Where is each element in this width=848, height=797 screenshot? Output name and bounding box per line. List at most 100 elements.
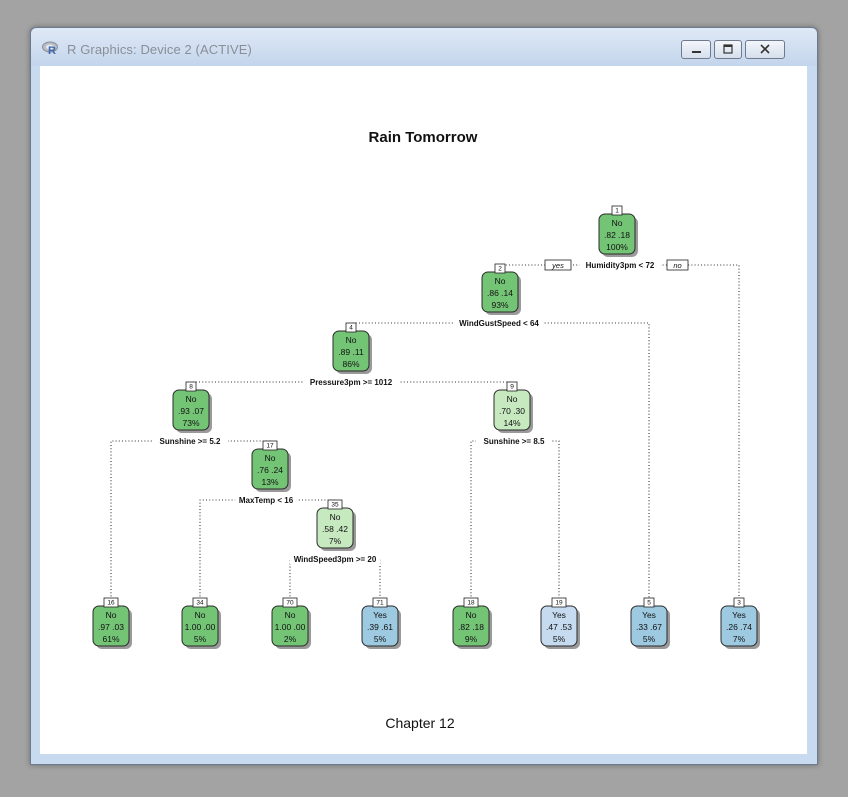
node-number-box bbox=[192, 597, 208, 608]
node-probabilities: 1.00 .00 bbox=[275, 622, 306, 632]
tree-node-1: 1No .82 .18 100% bbox=[598, 205, 638, 257]
title-bar[interactable]: R R Graphics: Device 2 (ACTIVE) bbox=[31, 28, 817, 66]
svg-text:no: no bbox=[673, 261, 681, 270]
maximize-button[interactable] bbox=[714, 40, 742, 59]
split-label-bg-1 bbox=[579, 260, 661, 270]
node-percentage: 7% bbox=[329, 536, 342, 546]
node-prediction: No bbox=[285, 610, 296, 620]
node-percentage: 100% bbox=[606, 242, 628, 252]
node-probabilities: .82 .18 bbox=[458, 622, 484, 632]
split-label-bg-9 bbox=[476, 436, 552, 446]
node-probabilities: .86 .14 bbox=[487, 288, 513, 298]
close-button[interactable] bbox=[745, 40, 785, 59]
node-prediction: No bbox=[265, 453, 276, 463]
node-probabilities: .33 .67 bbox=[636, 622, 662, 632]
node-probabilities: .58 .42 bbox=[322, 524, 348, 534]
node-number: 5 bbox=[647, 600, 651, 607]
node-prediction: Yes bbox=[552, 610, 566, 620]
split-label-bg-35 bbox=[289, 554, 381, 564]
split-label-1: Humidity3pm < 72 bbox=[586, 261, 655, 270]
node-number-box bbox=[643, 597, 655, 608]
node-number-box bbox=[282, 597, 298, 608]
node-number: 34 bbox=[196, 600, 204, 607]
node-probabilities: .89 .11 bbox=[338, 347, 364, 357]
node-percentage: 5% bbox=[194, 634, 207, 644]
node-prediction: No bbox=[495, 276, 506, 286]
node-prediction: No bbox=[195, 610, 206, 620]
node-probabilities: .26 .74 bbox=[726, 622, 752, 632]
node-percentage: 14% bbox=[503, 418, 520, 428]
maximize-icon bbox=[723, 44, 733, 54]
node-number: 35 bbox=[331, 502, 339, 509]
node-percentage: 61% bbox=[102, 634, 119, 644]
r-graphics-window: R R Graphics: Device 2 (ACTIVE) Rain Tom… bbox=[30, 27, 818, 765]
node-number: 9 bbox=[510, 384, 514, 391]
node-number: 71 bbox=[376, 600, 384, 607]
node-percentage: 5% bbox=[643, 634, 656, 644]
node-prediction: No bbox=[612, 218, 623, 228]
node-probabilities: 1.00 .00 bbox=[185, 622, 216, 632]
node-number-box bbox=[327, 499, 343, 510]
split-label-bg-8 bbox=[152, 436, 228, 446]
node-number: 8 bbox=[189, 384, 193, 391]
node-percentage: 7% bbox=[733, 634, 746, 644]
node-number: 70 bbox=[286, 600, 294, 607]
node-number-box bbox=[372, 597, 388, 608]
node-probabilities: .39 .61 bbox=[367, 622, 393, 632]
node-percentage: 5% bbox=[553, 634, 566, 644]
node-percentage: 73% bbox=[182, 418, 199, 428]
node-number: 1 bbox=[615, 208, 619, 215]
node-number-box bbox=[463, 597, 479, 608]
split-label-8: Sunshine >= 5.2 bbox=[160, 437, 221, 446]
node-number-box bbox=[506, 381, 518, 392]
node-prediction: Yes bbox=[642, 610, 656, 620]
node-number-box bbox=[345, 322, 357, 333]
tree-branches bbox=[110, 264, 740, 606]
node-number-box bbox=[103, 597, 119, 608]
node-percentage: 13% bbox=[261, 477, 278, 487]
node-number: 17 bbox=[266, 443, 274, 450]
branch-line-9 bbox=[470, 440, 560, 606]
branch-line-35 bbox=[289, 558, 381, 606]
node-number: 16 bbox=[107, 600, 115, 607]
svg-text:R: R bbox=[48, 45, 56, 55]
node-prediction: Yes bbox=[373, 610, 387, 620]
branch-line-8 bbox=[110, 440, 271, 606]
branch-line-1 bbox=[499, 264, 740, 606]
plot-title: Rain Tomorrow bbox=[369, 129, 478, 146]
node-percentage: 2% bbox=[284, 634, 297, 644]
close-icon bbox=[760, 44, 770, 54]
node-number: 19 bbox=[555, 600, 563, 607]
node-number: 18 bbox=[467, 600, 475, 607]
node-prediction: No bbox=[346, 335, 357, 345]
split-label-35: WindSpeed3pm >= 20 bbox=[294, 555, 377, 564]
node-probabilities: .47 .53 bbox=[546, 622, 572, 632]
plot-caption: Chapter 12 bbox=[385, 715, 454, 731]
split-label-17: MaxTemp < 16 bbox=[239, 496, 294, 505]
node-percentage: 5% bbox=[374, 634, 387, 644]
node-prediction: No bbox=[466, 610, 477, 620]
node-probabilities: .82 .18 bbox=[604, 230, 630, 240]
window-title: R Graphics: Device 2 (ACTIVE) bbox=[67, 42, 252, 57]
node-prediction: No bbox=[106, 610, 117, 620]
minimize-button[interactable] bbox=[681, 40, 711, 59]
branch-line-17 bbox=[199, 499, 336, 606]
node-number-box bbox=[733, 597, 745, 608]
node-probabilities: .93 .07 bbox=[178, 406, 204, 416]
node-number: 3 bbox=[737, 600, 741, 607]
node-probabilities: .76 .24 bbox=[257, 465, 283, 475]
